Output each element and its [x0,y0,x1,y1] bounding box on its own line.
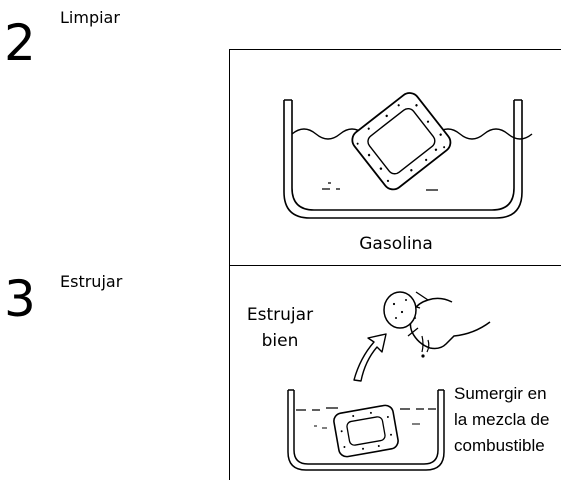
container-illustration [283,99,523,219]
submerge-label: Sumergir en la mezcla de combustible [454,381,561,459]
submerge-label-line-3: combustible [454,436,545,455]
clean-illustration [283,92,533,219]
submerge-label-line-2: la mezcla de [454,410,550,429]
panel-clean: Gasolina [229,49,561,267]
container-illustration [287,389,445,471]
submerge-label-line-1: Sumergir en [454,384,547,403]
squeeze-label-line-1: Estrujar [246,305,314,325]
curved-arrow-illustration [353,333,387,382]
sponge-illustration [351,92,452,191]
step-2-number: 2 [4,14,36,72]
step-3-number: 3 [4,270,36,328]
gasoline-caption: Gasolina [359,234,433,254]
squeeze-label-line-2: bien [261,331,299,351]
panel-squeeze: Estrujar bien Sumergir en la mezcla de c… [229,265,561,480]
step-2-title: Limpiar [60,8,120,27]
hand-squeeze-illustration [383,291,491,358]
step-3-title: Estrujar [60,272,123,291]
squeeze-illustration [287,291,491,471]
sponge-illustration [333,404,399,458]
squeeze-label: Estrujar bien [232,302,328,354]
